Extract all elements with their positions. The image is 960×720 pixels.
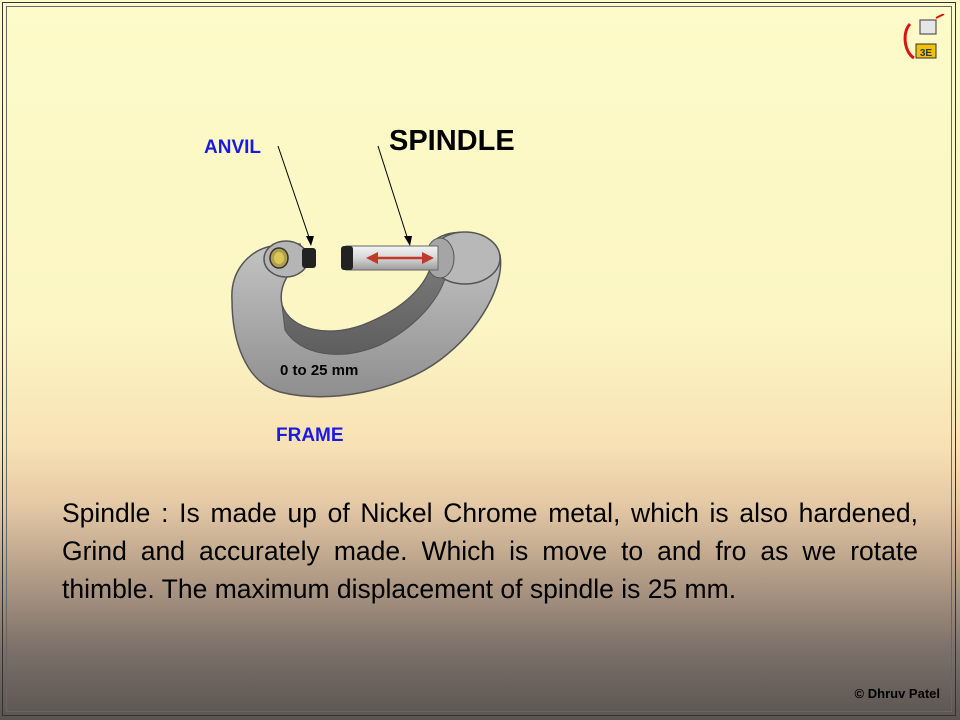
range-label: 0 to 25 mm <box>280 362 359 379</box>
frame-label: FRAME <box>276 425 344 446</box>
anvil-label: ANVIL <box>204 137 261 158</box>
micrometer-diagram <box>231 145 502 398</box>
spindle-label: SPINDLE <box>389 125 515 157</box>
slide-border-inner <box>6 6 952 712</box>
anvil <box>302 248 316 268</box>
copyright: © Dhruv Patel <box>855 686 940 701</box>
svg-text:3E: 3E <box>920 48 933 59</box>
copyright-symbol: © <box>854 686 865 701</box>
copyright-name: Dhruv Patel <box>867 686 940 701</box>
logo-icon: 3E <box>903 14 945 60</box>
spindle-description: Spindle : Is made up of Nickel Chrome me… <box>62 498 918 604</box>
